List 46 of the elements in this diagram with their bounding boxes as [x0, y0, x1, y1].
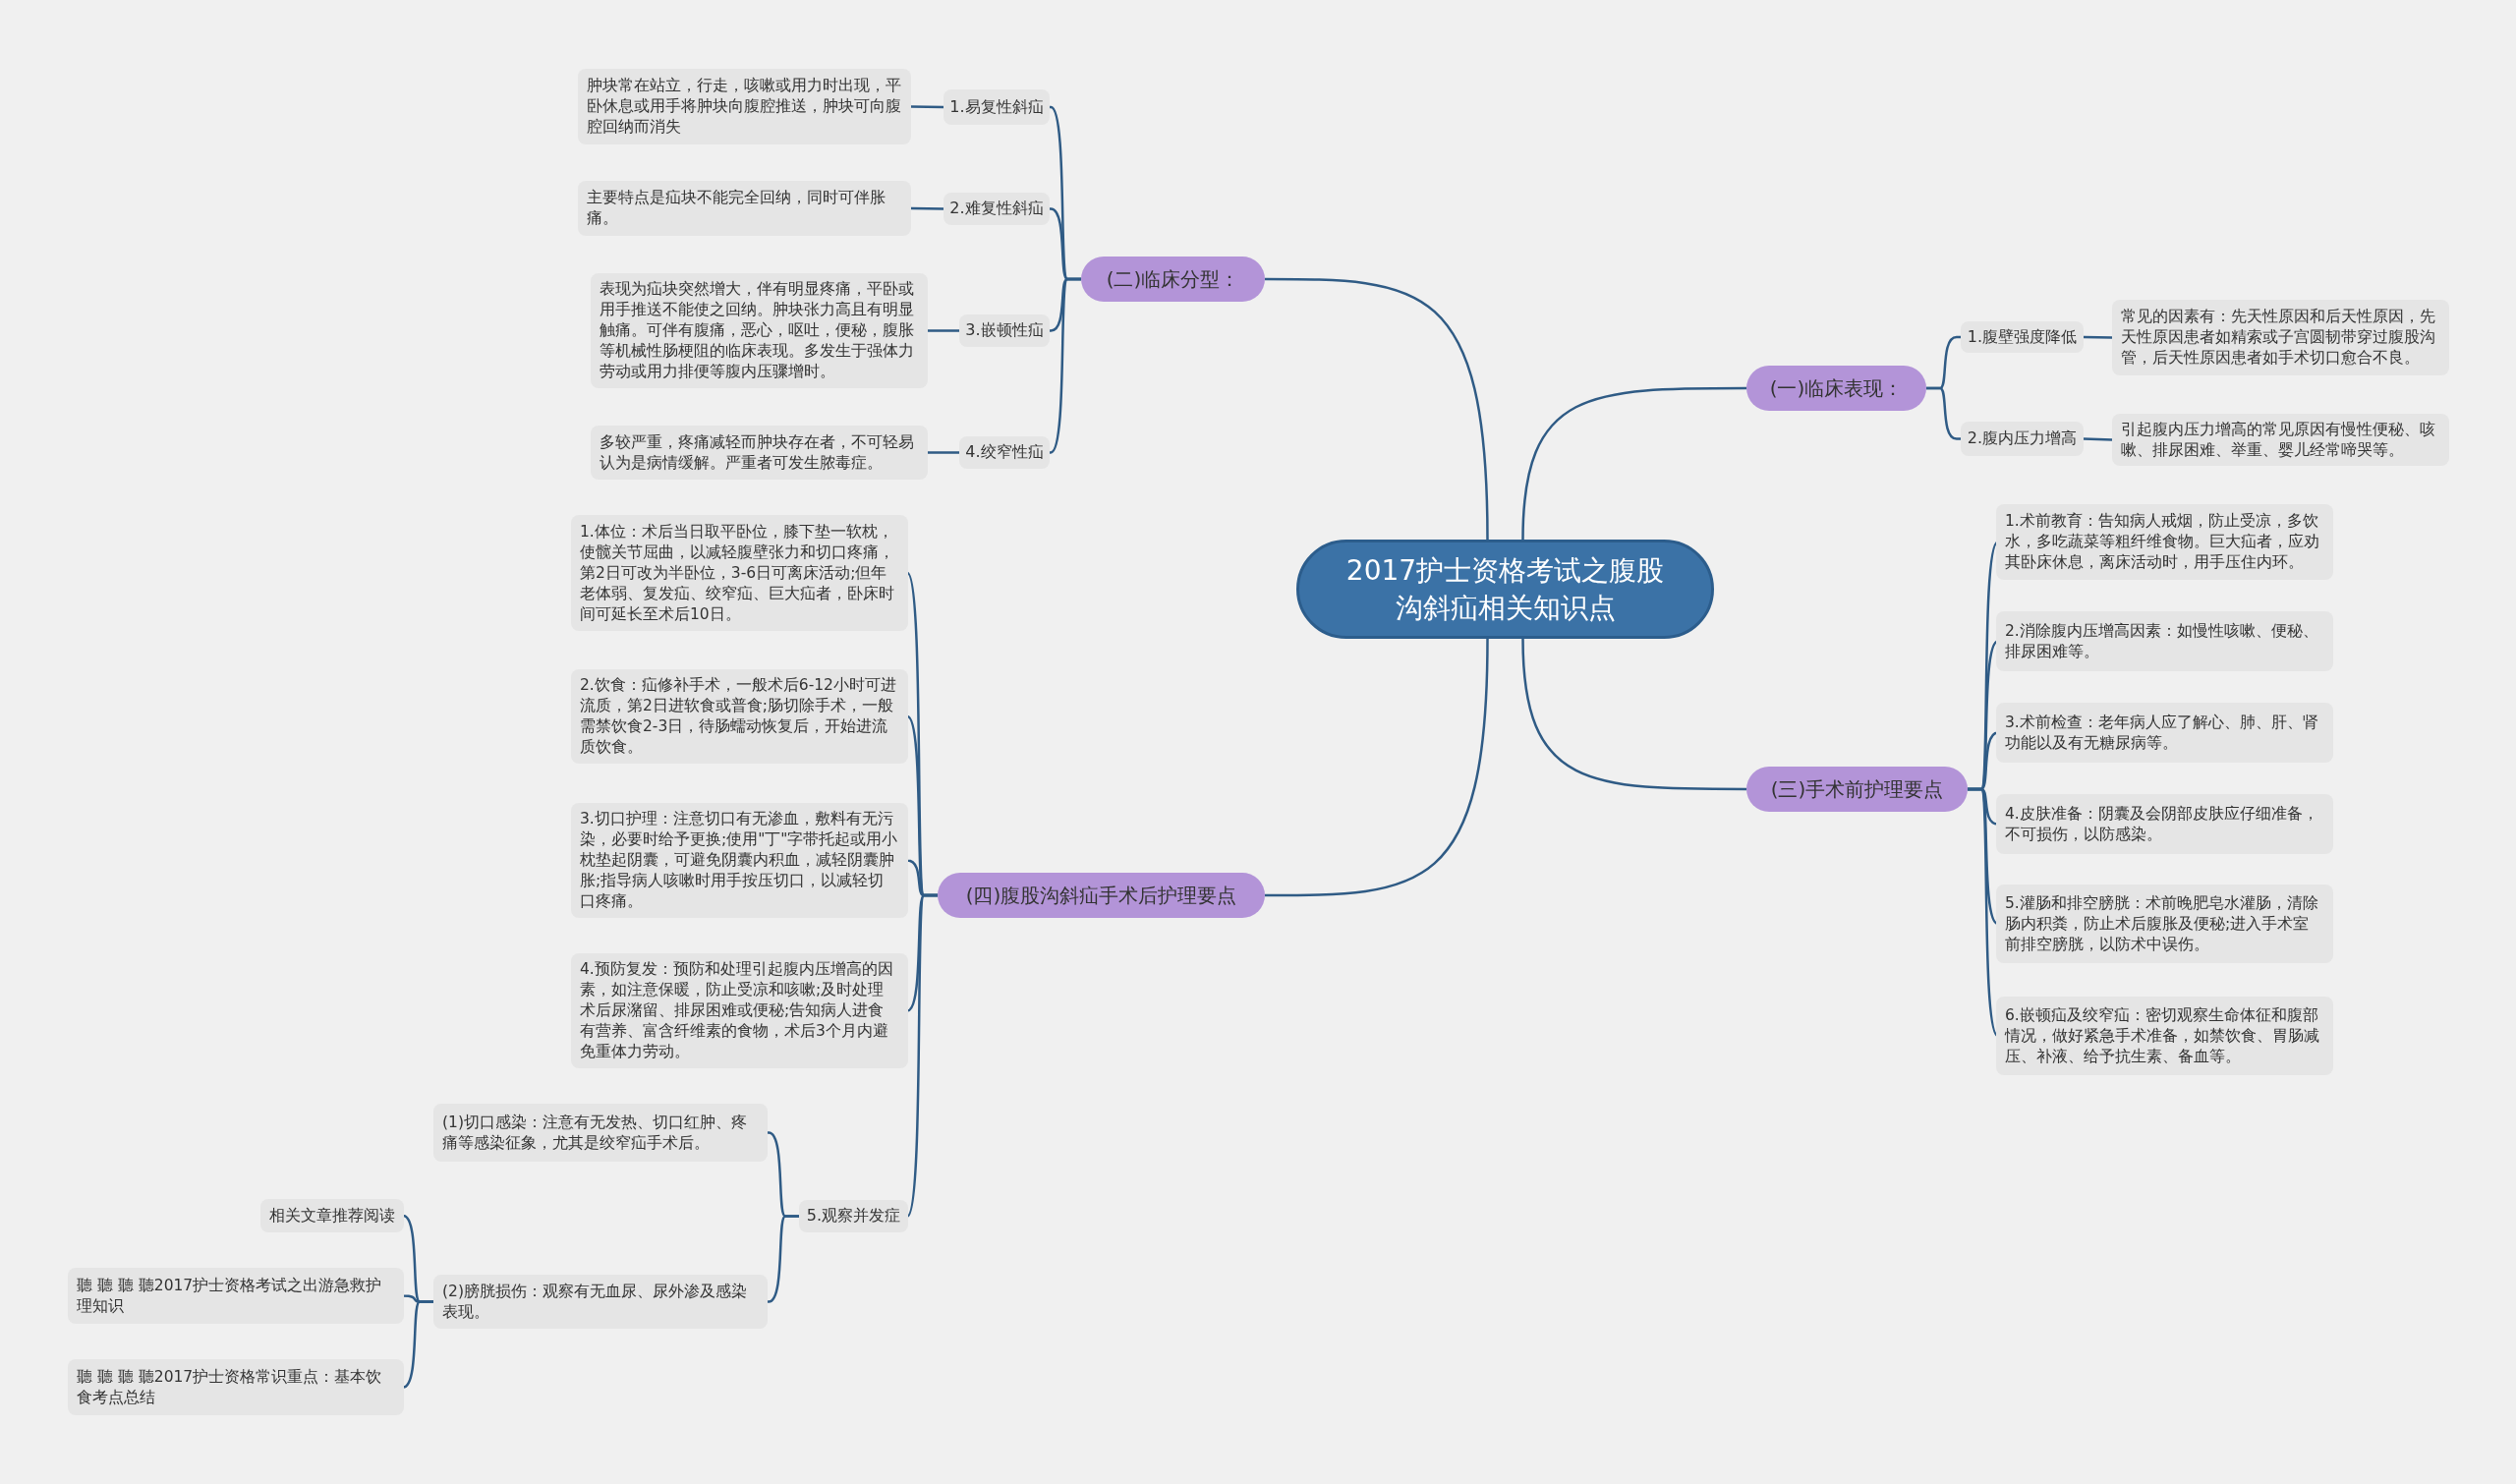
- subtopic-label: 1.腹壁强度降低: [1961, 321, 2084, 353]
- connector-line: [1926, 386, 1961, 440]
- text-card: 聽 聽 聽 聽2017护士资格考试之出游急救护理知识: [68, 1268, 404, 1324]
- text-card: 聽 聽 聽 聽2017护士资格常识重点：基本饮食考点总结: [68, 1359, 404, 1415]
- text-card: 肿块常在站立，行走，咳嗽或用力时出现，平卧休息或用手将肿块向腹腔推送，肿块可向腹腔回纳而消失: [578, 69, 911, 144]
- connector-line: [767, 1215, 799, 1303]
- branch-topic: (一)临床表现：: [1746, 366, 1926, 411]
- connector-line: [1521, 638, 1746, 791]
- text-card: (2)膀胱损伤：观察有无血尿、尿外渗及感染表现。: [433, 1275, 768, 1329]
- connector-line: [928, 451, 959, 454]
- text-card: 4.皮肤准备：阴囊及会阴部皮肤应仔细准备，不可损伤，以防感染。: [1996, 794, 2333, 854]
- central-topic: 2017护士资格考试之腹股沟斜疝相关知识点: [1296, 540, 1714, 639]
- connector-line: [1265, 638, 1489, 897]
- connector-line: [1521, 386, 1746, 541]
- branch-topic: (二)临床分型：: [1081, 257, 1265, 302]
- connector-line: [2083, 437, 2113, 441]
- branch-topic: (三)手术前护理要点: [1746, 767, 1968, 812]
- connector-line: [911, 105, 944, 109]
- text-card: 常见的因素有：先天性原因和后天性原因，先天性原因患者如精索或子宫圆韧带穿过腹股沟管，后天性原因患者如手术切口愈合不良。: [2112, 300, 2449, 375]
- subtopic-label: 4.绞窄性疝: [959, 436, 1050, 469]
- text-card: 4.预防复发：预防和处理引起腹内压增高的因素，如注意保暖，防止受凉和咳嗽;及时处理术后尿潴留、排尿困难或便秘;告知病人进食有营养、富含纤维素的食物，术后3个月内避免重体力劳动。: [571, 953, 908, 1068]
- connector-line: [911, 206, 944, 210]
- branch-topic: (四)腹股沟斜疝手术后护理要点: [938, 873, 1265, 918]
- text-card: 主要特点是疝块不能完全回纳，同时可伴胀痛。: [578, 181, 911, 236]
- connector-line: [1049, 277, 1081, 454]
- text-card: 2.饮食：疝修补手术，一般术后6-12小时可进流质，第2日进软食或普食;肠切除手术，一般需禁饮食2-3日，待肠蠕动恢复后，开始进流质饮食。: [571, 669, 908, 764]
- text-card: (1)切口感染：注意有无发热、切口红肿、疼痛等感染征象，尤其是绞窄疝手术后。: [433, 1104, 768, 1162]
- subtopic-label: 3.嵌顿性疝: [959, 314, 1050, 347]
- text-card: 3.切口护理：注意切口有无渗血，敷料有无污染，必要时给予更换;使用"丁"字带托起或用小枕垫起阴囊，可避免阴囊内积血，减轻阴囊肿胀;指导病人咳嗽时用手按压切口，以减轻切口疼痛。: [571, 803, 908, 918]
- text-card: 3.术前检查：老年病人应了解心、肺、肝、肾功能以及有无糖尿病等。: [1996, 703, 2333, 763]
- text-card: 引起腹内压力增高的常见原因有慢性便秘、咳嗽、排尿困难、举重、婴儿经常啼哭等。: [2112, 414, 2449, 466]
- subtopic-label: 2.腹内压力增高: [1961, 422, 2084, 456]
- subtopic-label: 2.难复性斜疝: [944, 193, 1050, 225]
- text-card: 6.嵌顿疝及绞窄疝：密切观察生命体征和腹部情况，做好紧急手术准备，如禁饮食、胃肠减压、补液、给予抗生素、备血等。: [1996, 997, 2333, 1075]
- connector-line: [1265, 277, 1489, 541]
- subtopic-label: 1.易复性斜疝: [944, 89, 1050, 125]
- text-card: 1.体位：术后当日取平卧位，膝下垫一软枕，使髋关节屈曲，以减轻腹壁张力和切口疼痛，第2日可改为半卧位，3-6日可离床活动;但年老体弱、复发疝、绞窄疝、巨大疝者，卧床时间可延长至术后10日。: [571, 515, 908, 631]
- text-card: 表现为疝块突然增大，伴有明显疼痛，平卧或用手推送不能使之回纳。肿块张力高且有明显触痛。可伴有腹痛，恶心，呕吐，便秘，腹胀等机械性肠梗阻的临床表现。多发生于强体力劳动或用力排便等腹内压骤增时。: [591, 273, 928, 388]
- connector-line: [928, 329, 959, 332]
- text-card: 多较严重，疼痛减轻而肿块存在者，不可轻易认为是病情缓解。严重者可发生脓毒症。: [591, 426, 928, 480]
- text-card: 2.消除腹内压增高因素：如慢性咳嗽、便秘、排尿困难等。: [1996, 611, 2333, 671]
- text-card: 1.术前教育：告知病人戒烟，防止受凉，多饮水，多吃蔬菜等粗纤维食物。巨大疝者，应劝其卧床休息，离床活动时，用手压住内环。: [1996, 504, 2333, 580]
- text-card: 5.灌肠和排空膀胱：术前晚肥皂水灌肠，清除肠内积粪，防止术后腹胀及便秘;进入手术室前排空膀胱，以防术中误伤。: [1996, 885, 2333, 963]
- connector-line: [2083, 335, 2113, 339]
- subtopic-label: 5.观察并发症: [799, 1200, 908, 1232]
- subtopic-label: 相关文章推荐阅读: [260, 1199, 404, 1232]
